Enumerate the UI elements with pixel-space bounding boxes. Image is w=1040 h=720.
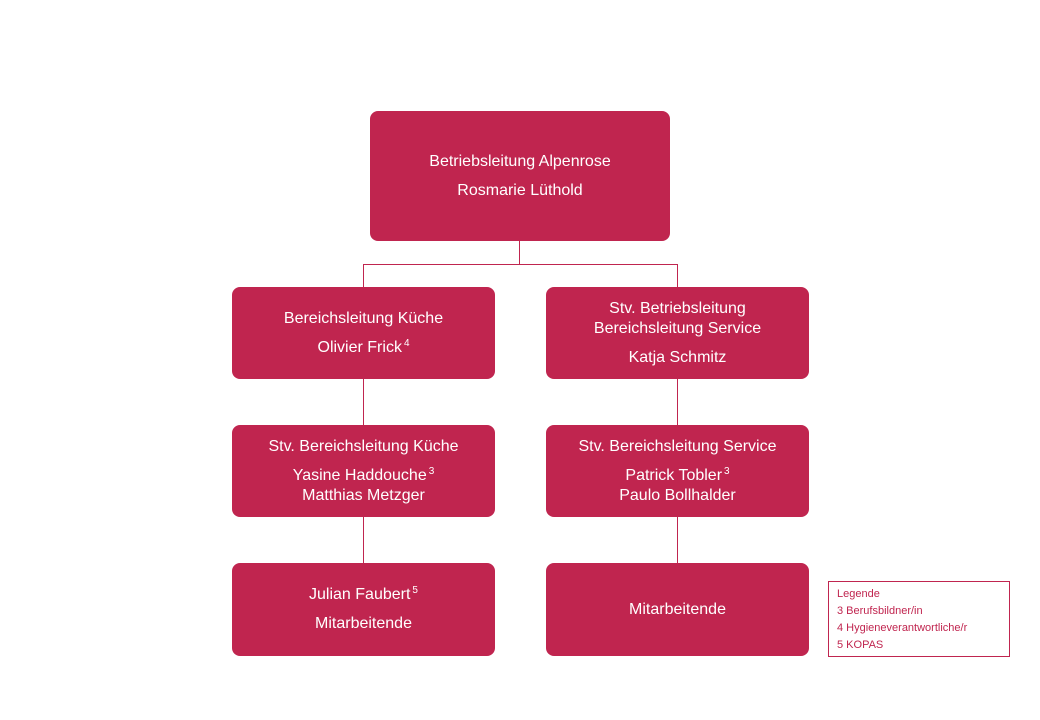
person-name: Patrick Tobler (625, 466, 723, 484)
legend-item: 4 Hygieneverantwortliche/r (837, 622, 968, 634)
legend-footnote-marker: 3 (428, 465, 435, 477)
connector-kitchen-deputy-to-staff (363, 517, 364, 563)
org-box-role: Mitarbeitende (629, 600, 726, 618)
org-box-role: Mitarbeitende (315, 615, 412, 632)
legend-item: 3 Berufsbildner/in (837, 605, 923, 617)
org-box-title: Stv. Bereichsleitung Service (578, 437, 777, 455)
legend-footnote-marker: 3 (724, 465, 730, 477)
org-box-title-line1: Stv. Betriebsleitung (609, 299, 746, 317)
person-name: Yasine Haddouche (292, 466, 427, 484)
org-box-person: Katja Schmitz (628, 348, 727, 366)
legend-footnote-marker: 5 (412, 585, 418, 596)
connector-branch-right (677, 264, 678, 288)
legend-footnote-marker: 4 (403, 337, 410, 349)
connector-top-down (519, 241, 520, 264)
org-box-person-2: Matthias Metzger (302, 486, 425, 504)
org-box-stv-bereichsleitung-kueche: Stv. Bereichsleitung Küche Yasine Haddou… (232, 425, 495, 517)
connector-horizontal-branch (363, 264, 678, 265)
org-box-title: Stv. Bereichsleitung Küche (268, 437, 459, 455)
org-box-title-line2: Bereichsleitung Service (593, 319, 762, 337)
connector-service-lead-to-deputy (677, 379, 678, 425)
person-name: Julian Faubert (309, 586, 411, 603)
org-box-title: Bereichsleitung Küche (283, 309, 444, 327)
connector-service-deputy-to-staff (677, 517, 678, 563)
connector-kitchen-lead-to-deputy (363, 379, 364, 425)
org-box-stv-bereichsleitung-service: Stv. Bereichsleitung Service Patrick Tob… (546, 425, 809, 517)
org-box-bereichsleitung-service: Stv. Betriebsleitung Bereichsleitung Ser… (546, 287, 809, 379)
connector-branch-left (363, 264, 364, 288)
org-box-person-2: Paulo Bollhalder (619, 486, 736, 504)
person-name: Olivier Frick (317, 338, 402, 356)
org-box-title: Betriebsleitung Alpenrose (429, 152, 611, 170)
org-box-service-staff: Mitarbeitende (546, 563, 809, 656)
legend-item: 5 KOPAS (837, 639, 884, 651)
org-box-person: Rosmarie Lüthold (457, 181, 583, 199)
legend-title: Legende (837, 588, 880, 600)
org-box-betriebsleitung: Betriebsleitung Alpenrose Rosmarie Lütho… (370, 111, 670, 241)
legend-box: Legende 3 Berufsbildner/in 4 Hygienevera… (828, 581, 1010, 657)
